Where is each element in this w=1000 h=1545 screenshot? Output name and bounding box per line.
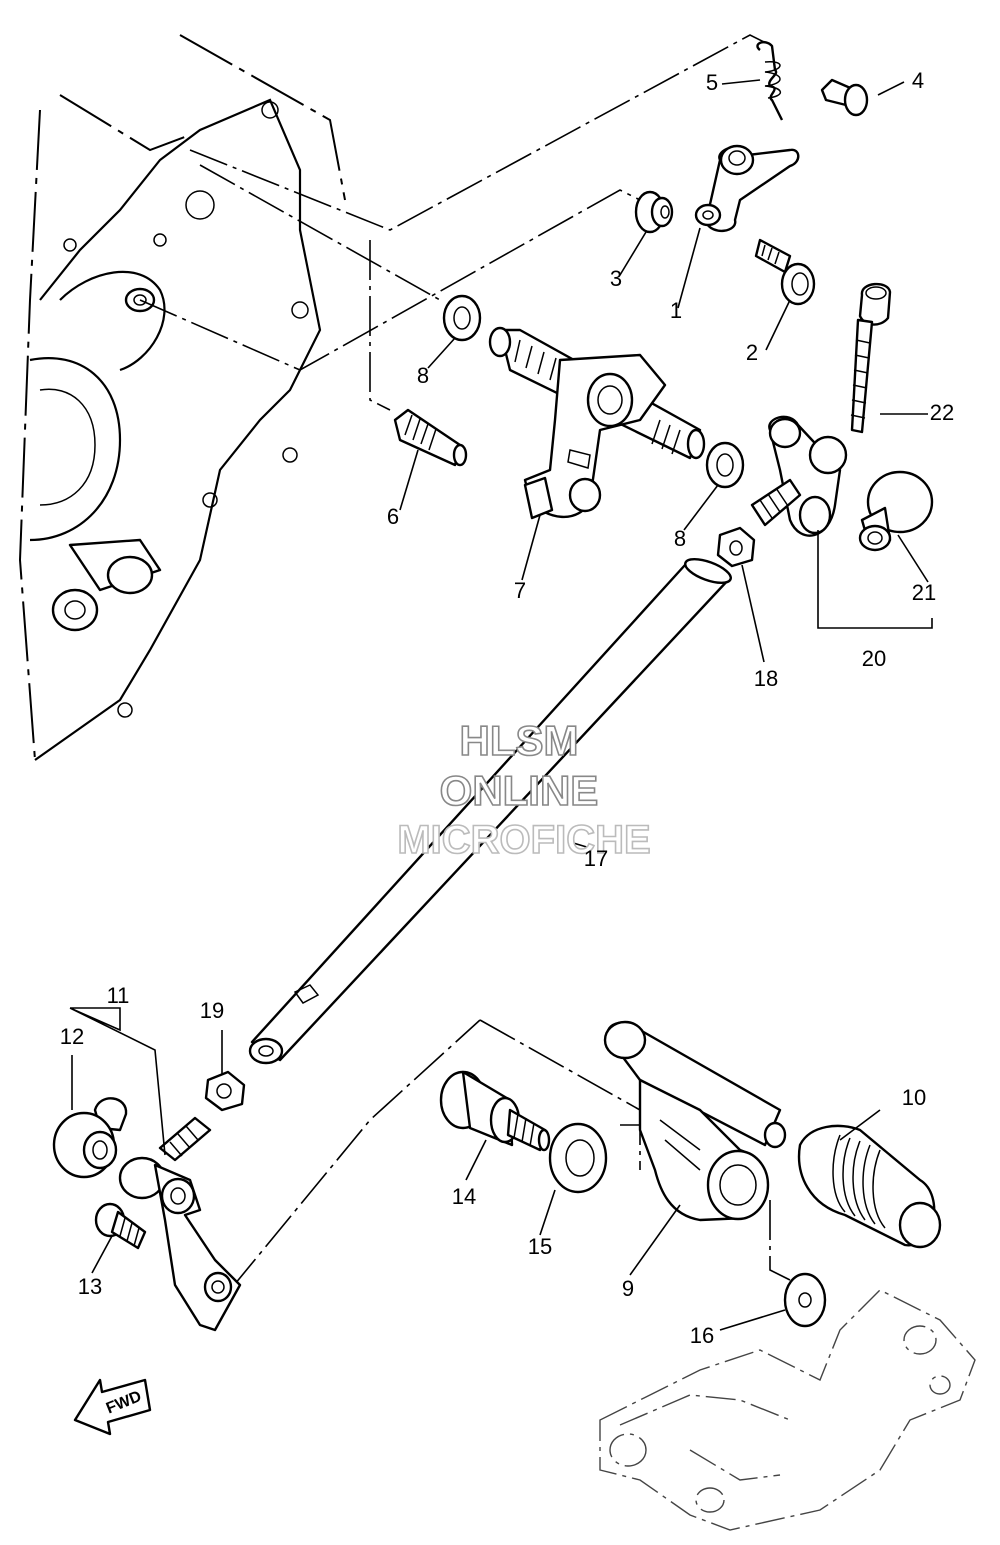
callout-5: 5 (706, 70, 718, 95)
assembly-guide-lines (139, 34, 791, 1291)
callout-7: 7 (514, 578, 526, 603)
ball-joint-part-21 (858, 470, 934, 552)
watermark: HLSM ONLINE MICROFICHE (397, 716, 652, 863)
callout-22: 22 (930, 400, 954, 425)
callout-11: 11 (107, 983, 130, 1008)
pedal-rubber-part-10 (763, 1121, 942, 1249)
callout-20: 20 (862, 646, 886, 671)
callout-17: 17 (584, 846, 608, 871)
pin-part-4 (820, 78, 869, 117)
callout-14: 14 (452, 1184, 476, 1209)
callout-8-lower: 8 (674, 526, 686, 551)
callout-9: 9 (622, 1276, 634, 1301)
bolt-part-22 (850, 282, 892, 434)
callout-8-upper: 8 (417, 363, 429, 388)
callout-3: 3 (610, 266, 622, 291)
callout-13: 13 (78, 1274, 102, 1299)
arm-part-11 (118, 1116, 242, 1332)
leader-lines (69, 79, 933, 1331)
lever-part-1 (694, 144, 800, 232)
spring-part-5 (756, 40, 784, 121)
washer-part-8-upper (442, 294, 482, 342)
callout-2: 2 (746, 340, 758, 365)
callout-6: 6 (387, 504, 399, 529)
callout-16: 16 (690, 1323, 714, 1348)
joint-assembly-part-20 (750, 415, 848, 537)
callout-15: 15 (528, 1234, 552, 1259)
washer-part-16 (783, 1272, 827, 1328)
pivot-bolt-part-14 (439, 1070, 551, 1152)
callout-21: 21 (912, 580, 936, 605)
callout-labels: 1 2 3 4 5 6 7 8 8 9 10 11 12 13 14 15 16… (60, 68, 954, 1348)
callout-1: 1 (670, 298, 682, 323)
shift-shaft-part-7 (488, 326, 706, 520)
callout-10: 10 (902, 1085, 926, 1110)
stud-part-6 (393, 408, 468, 467)
forward-arrow: FWD (73, 1378, 152, 1436)
watermark-line-3: MICROFICHE (397, 818, 650, 862)
nut-part-18 (716, 526, 756, 568)
shift-pedal-part-9 (603, 1020, 782, 1222)
callout-4: 4 (912, 68, 924, 93)
callout-19: 19 (200, 998, 224, 1023)
crankcase-outline (18, 34, 346, 761)
nut-part-19 (204, 1070, 246, 1112)
washer-part-15 (548, 1122, 608, 1194)
footrest-bracket-outline (599, 1289, 976, 1531)
callout-12: 12 (60, 1024, 84, 1049)
shift-rod-part-17 (248, 558, 732, 1065)
ball-joint-part-12 (52, 1097, 128, 1179)
bolt-part-2 (754, 238, 816, 306)
bolt-part-13 (94, 1202, 147, 1250)
callout-18: 18 (754, 666, 778, 691)
watermark-line-1: HLSM (460, 717, 579, 764)
washer-part-8-lower (705, 441, 745, 489)
watermark-line-2: ONLINE (440, 767, 599, 814)
collar-part-3 (634, 190, 674, 234)
